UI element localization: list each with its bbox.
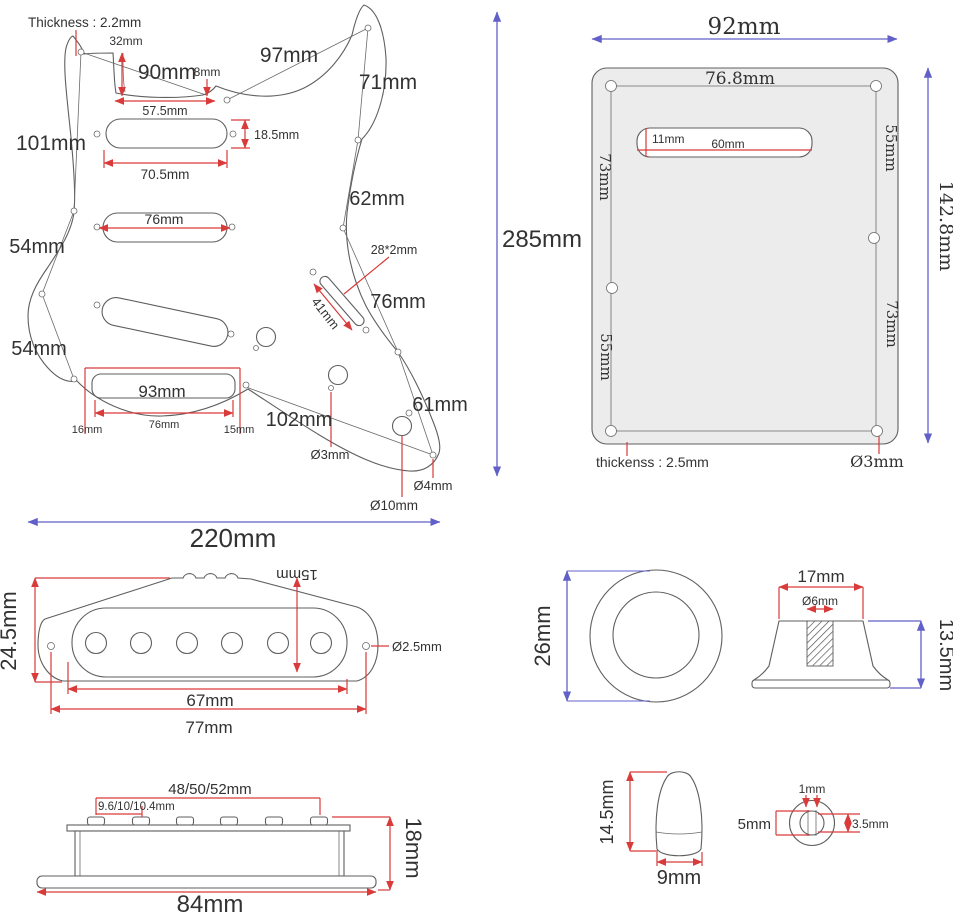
knob-diameter-dimension xyxy=(562,570,650,702)
dim-label-76mm-bridge: 76mm xyxy=(149,419,180,431)
dim-label-26mm: 26mm xyxy=(530,605,555,666)
dim-label-dia3mm-backplate: Ø3mm xyxy=(850,452,904,471)
dim-label-5mm: 5mm xyxy=(738,816,771,833)
dim-label-142-8mm: 142.8mm xyxy=(935,181,953,271)
dim-label-102mm: 102mm xyxy=(266,409,333,431)
dim-label-90mm: 90mm xyxy=(138,61,196,84)
knob-red-dimensions xyxy=(778,583,864,619)
dim-label-16mm: 16mm xyxy=(72,424,103,436)
dim-label-55mm-right-top: 55mm xyxy=(882,124,900,172)
pickguard-red-dimensions xyxy=(75,30,434,497)
dim-label-9mm: 9mm xyxy=(657,867,701,889)
pickup-cover-outline xyxy=(37,573,379,682)
dim-label-220mm: 220mm xyxy=(190,523,277,553)
dim-label-9-6-10-10-4mm: 9.6/10/10.4mm xyxy=(98,801,175,813)
dim-label-8mm: 8mm xyxy=(194,65,221,79)
dim-label-76mm-middle: 76mm xyxy=(145,211,184,227)
dim-label-dia10mm: Ø10mm xyxy=(370,498,418,513)
switch-tip-bottom-hole xyxy=(799,810,825,836)
dim-label-dia6mm: Ø6mm xyxy=(802,594,838,608)
switch-tip-views: 14.5mm 9mm 1mm 5mm 3.5mm xyxy=(597,771,889,889)
pickup-cover-ear-hole-left xyxy=(47,642,55,650)
knob-side-base xyxy=(751,679,891,689)
switch-tip-seam xyxy=(655,831,703,835)
pickguard-outline xyxy=(27,4,441,472)
dim-label-11mm: 11mm xyxy=(652,132,684,146)
bobbin-red-dimensions xyxy=(36,797,394,896)
dim-label-17mm: 17mm xyxy=(797,567,844,586)
dim-label-93mm: 93mm xyxy=(138,382,185,401)
knob-shaft-hatch xyxy=(806,620,834,667)
dim-label-15mm-bridge: 15mm xyxy=(224,424,255,436)
pickguard-screw-holes xyxy=(38,24,437,459)
neck-pickup-slot xyxy=(105,118,228,149)
dim-label-18mm: 18mm xyxy=(401,817,426,878)
dim-label-285mm: 285mm xyxy=(502,226,582,253)
dim-label-3-5mm: 3.5mm xyxy=(852,817,889,831)
dim-label-61mm: 61mm xyxy=(412,394,468,416)
back-plate-view: 92mm 76.8mm 73mm 55mm 55mm 73mm 11mm 60m… xyxy=(591,14,953,471)
dim-label-dia3mm: Ø3mm xyxy=(311,447,350,462)
pickup-cover-inner xyxy=(71,607,348,678)
dim-label-1mm: 1mm xyxy=(799,782,826,796)
pickguard-overall-dimensions xyxy=(27,11,502,527)
dim-label-dia2-5mm: Ø2.5mm xyxy=(392,639,442,654)
dim-label-32mm: 32mm xyxy=(109,34,142,48)
dim-label-101mm: 101mm xyxy=(16,132,86,155)
slanted-pickup-slot xyxy=(101,297,229,347)
dim-label-84mm: 84mm xyxy=(177,891,244,916)
dim-label-71mm: 71mm xyxy=(359,71,417,94)
dim-label-70-5mm: 70.5mm xyxy=(141,167,190,182)
dim-label-48-50-52mm: 48/50/52mm xyxy=(168,781,251,798)
switch-tip-bottom-outer xyxy=(788,799,836,847)
pickguard-measuring-lines xyxy=(41,27,434,456)
dim-label-54mm-upper: 54mm xyxy=(9,236,65,258)
dim-label-24-5mm: 24.5mm xyxy=(0,591,21,670)
knob-views: 26mm 17mm Ø6mm 13.5mm xyxy=(530,567,953,703)
pickup-cover-view: 24.5mm 15mm Ø2.5mm 67mm 77mm xyxy=(0,566,442,737)
dim-label-55mm-left-bottom: 55mm xyxy=(597,333,615,381)
dim-label-97mm: 97mm xyxy=(260,44,318,67)
pickup-bobbin-view: 48/50/52mm 9.6/10/10.4mm 18mm 84mm xyxy=(36,781,426,916)
dim-label-62mm: 62mm xyxy=(349,188,405,210)
dim-label-67mm: 67mm xyxy=(186,691,233,710)
switch-tip-bottom-dimensions xyxy=(775,795,860,836)
dim-label-73mm-right-bottom: 73mm xyxy=(883,300,901,348)
dim-label-76-8mm: 76.8mm xyxy=(705,69,775,89)
back-plate-screw-holes xyxy=(605,80,883,437)
pickguard-front-view: Thickness : 2.2mm 32mm 90mm 8mm 97mm 71m… xyxy=(9,4,582,553)
dim-label-dia4mm: Ø4mm xyxy=(414,478,453,493)
dim-label-backplate-thickness: thickenss : 2.5mm xyxy=(596,454,709,470)
dim-label-76mm-right: 76mm xyxy=(370,291,426,313)
pickup-cover-red-dimensions xyxy=(31,577,389,714)
dim-label-28x2mm: 28*2mm xyxy=(371,243,418,257)
back-plate-body xyxy=(591,67,899,445)
dim-label-13-5mm: 13.5mm xyxy=(935,619,953,691)
dim-label-57-5mm: 57.5mm xyxy=(142,104,187,118)
dim-label-15mm-cover: 15mm xyxy=(276,566,318,583)
dim-label-77mm: 77mm xyxy=(185,718,232,737)
dim-label-thickness: Thickness : 2.2mm xyxy=(28,15,141,30)
dim-label-73mm-left-top: 73mm xyxy=(596,153,614,201)
switch-tip-red-dimensions xyxy=(626,771,703,866)
bobbin-body xyxy=(74,830,345,877)
pickup-cover-ear-hole-right xyxy=(362,642,370,650)
dim-label-14-5mm: 14.5mm xyxy=(597,779,617,844)
bridge-pickup-slot xyxy=(91,373,236,399)
bobbin-base-plate xyxy=(36,875,377,889)
bobbin-top-plate xyxy=(66,824,351,832)
dim-label-60mm: 60mm xyxy=(711,137,744,151)
knob-top-inner xyxy=(612,591,700,679)
knob-top-outer xyxy=(589,569,723,703)
pickup-cover-pole-holes xyxy=(84,631,333,655)
control-holes xyxy=(255,326,413,437)
back-plate-red-dimensions xyxy=(626,128,880,456)
dim-label-18-5mm: 18.5mm xyxy=(254,128,299,142)
dim-label-54mm-lower: 54mm xyxy=(11,338,67,360)
neck-pocket-inner-edge xyxy=(122,52,126,93)
dim-label-92mm: 92mm xyxy=(708,14,781,40)
switch-tip-side xyxy=(655,771,703,857)
bobbin-pole-pieces xyxy=(86,816,329,826)
